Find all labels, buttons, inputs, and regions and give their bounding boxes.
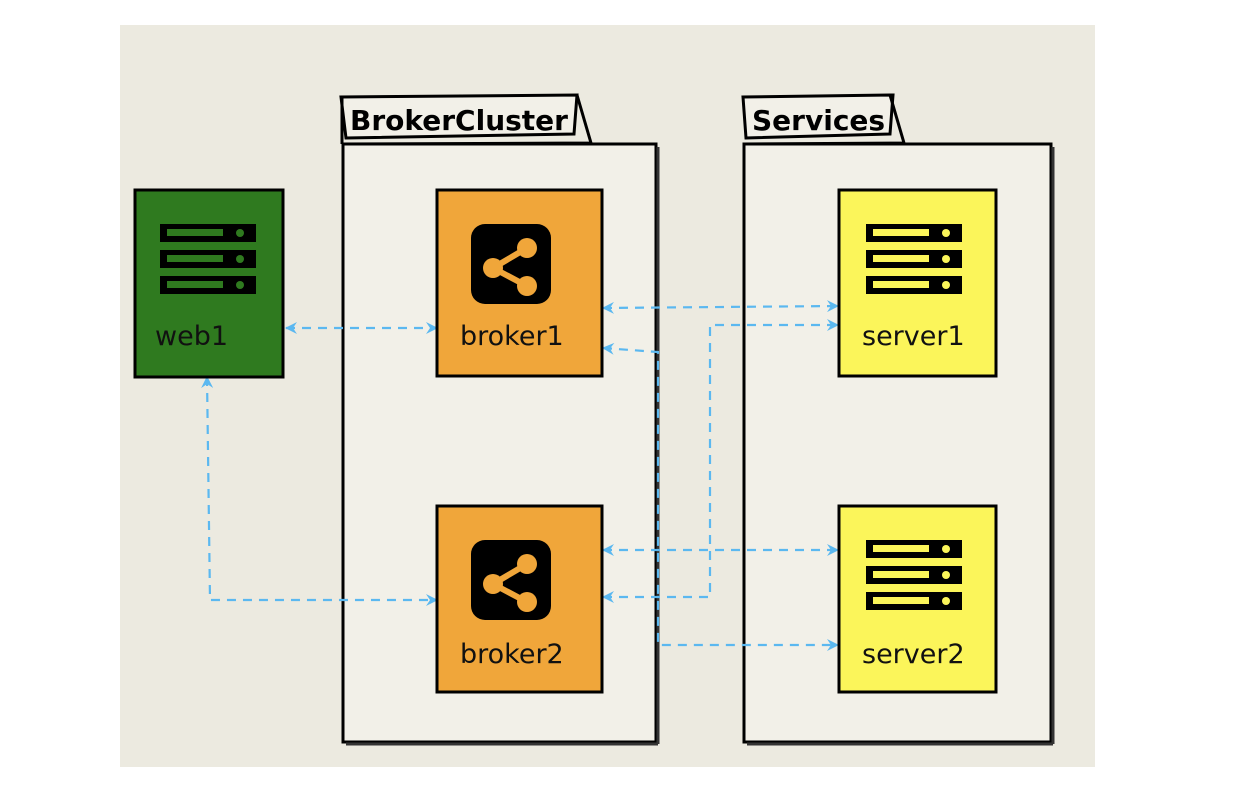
node-label: broker2 <box>460 639 564 670</box>
share-icon <box>471 224 551 304</box>
share-icon <box>471 540 551 620</box>
server-rack-icon <box>866 224 962 294</box>
node-server1: server1 <box>837 188 998 378</box>
package-title: Services <box>752 104 885 137</box>
node-label: server2 <box>862 639 965 670</box>
node-web1: web1 <box>133 188 285 379</box>
edges <box>201 300 839 651</box>
node-label: web1 <box>155 321 228 352</box>
edge-broker1-server1 <box>602 300 839 314</box>
node-label: broker1 <box>460 321 564 352</box>
server-rack-icon <box>160 224 256 294</box>
node-label: server1 <box>862 321 965 352</box>
package-title: BrokerCluster <box>350 104 568 137</box>
node-broker1: broker1 <box>435 188 604 378</box>
node-server2: server2 <box>837 504 998 694</box>
node-broker2: broker2 <box>435 504 604 694</box>
edge-web1-broker2 <box>201 376 438 606</box>
server-rack-icon <box>866 540 962 610</box>
package-tab <box>741 93 895 140</box>
edge-broker1-server2 <box>602 342 839 651</box>
